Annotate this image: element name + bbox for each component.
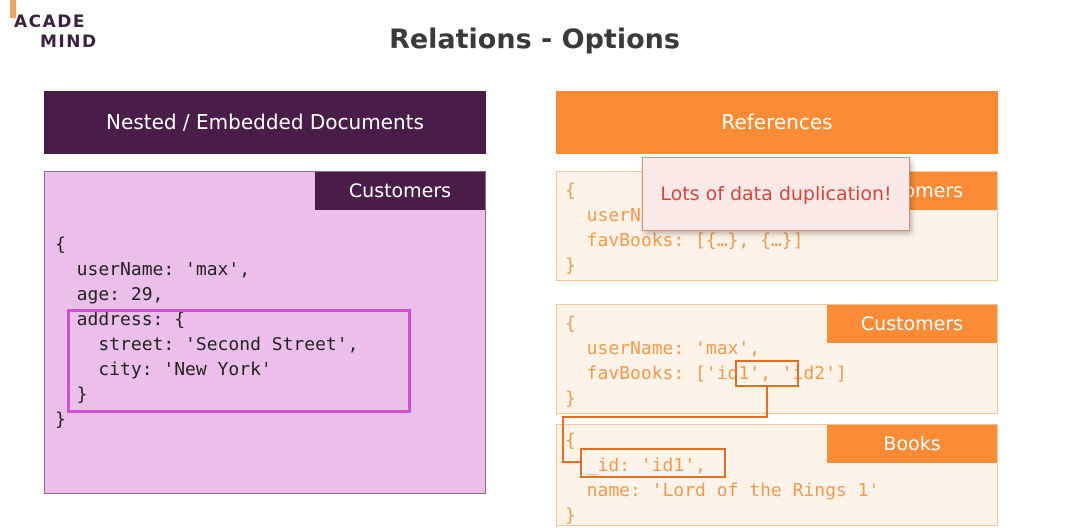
reference-box-2: { userName: 'max', favBooks: ['id1', 'id…: [556, 304, 998, 414]
data-duplication-tooltip: Lots of data duplication!: [642, 157, 910, 231]
logo-line-1: ACADE: [14, 12, 87, 32]
slide-title: Relations - Options: [389, 24, 680, 55]
customers-tag: Customers: [315, 172, 485, 210]
id1-document-highlight: [580, 448, 726, 478]
logo-accent-bar: [10, 0, 16, 18]
embedded-code: { userName: 'max', age: 29, address: { s…: [55, 234, 359, 430]
connector-line-2: [562, 416, 768, 418]
books-code: { _id: 'id1', name: 'Lord of the Rings 1…: [565, 430, 880, 526]
connector-line-3: [562, 416, 564, 462]
books-tag: Books: [827, 425, 997, 463]
address-highlight: [67, 309, 411, 413]
academind-logo: ACADE MIND: [10, 0, 120, 60]
reference-code-2: { userName: 'max', favBooks: ['id1', 'id…: [565, 313, 847, 409]
connector-line-1: [766, 387, 768, 417]
id1-reference-highlight: [735, 360, 799, 387]
logo-line-2: MIND: [40, 32, 98, 52]
nested-documents-header: Nested / Embedded Documents: [44, 91, 486, 154]
books-box: { _id: 'id1', name: 'Lord of the Rings 1…: [556, 424, 998, 526]
references-header: References: [556, 91, 998, 154]
customers-tag-2: Customers: [827, 305, 997, 343]
embedded-customer-document: Customers { userName: 'max', age: 29, ad…: [44, 171, 486, 494]
connector-line-4: [562, 461, 580, 463]
